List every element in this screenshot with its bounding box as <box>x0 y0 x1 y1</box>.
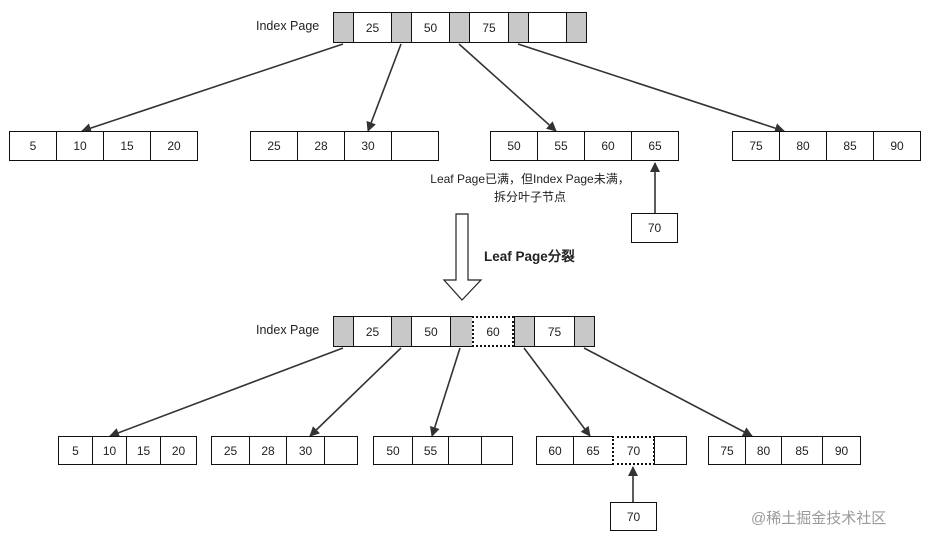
watermark: @稀土掘金技术社区 <box>751 510 887 527</box>
bottom-leaf-cell: 20 <box>160 436 197 465</box>
bottom-pointer-arrow-1 <box>109 347 344 438</box>
bottom-leaf-cell <box>481 436 513 465</box>
bottom-index-key-cell: 25 <box>353 316 392 347</box>
top-pointer-arrow-1 <box>81 43 344 133</box>
bottom-leaf-cell: 65 <box>573 436 613 465</box>
note-line-2: 拆分叶子节点 <box>493 190 566 204</box>
top-leaf-cell: 75 <box>732 131 780 161</box>
top-index-child-pointer <box>391 12 412 43</box>
bottom-index-child-pointer <box>450 316 473 347</box>
bottom-index-key-cell: 50 <box>411 316 451 347</box>
top-index-child-pointer <box>333 12 354 43</box>
bottom-leaf-cell: 90 <box>822 436 861 465</box>
top-pointer-arrow-2 <box>366 43 402 132</box>
top-index-child-pointer <box>449 12 470 43</box>
note-line-1: Leaf Page已满，但Index Page未满， <box>430 172 630 186</box>
top-leaf-cell: 28 <box>297 131 345 161</box>
bottom-index-child-pointer <box>574 316 595 347</box>
top-index-key-cell: 50 <box>411 12 450 43</box>
bottom-leaf-cell: 80 <box>745 436 782 465</box>
top-index-page-label: Index Page <box>256 19 320 33</box>
split-down-arrow <box>442 213 483 301</box>
bottom-leaf-cell: 30 <box>286 436 325 465</box>
top-leaf-cell: 5 <box>9 131 57 161</box>
top-pointer-arrow-3 <box>458 43 557 132</box>
bottom-leaf-cell: 10 <box>92 436 127 465</box>
bottom-index-page-label: Index Page <box>256 323 320 337</box>
top-leaf-cell: 25 <box>250 131 298 161</box>
top-leaf-cell: 60 <box>584 131 632 161</box>
bottom-leaf-cell: 15 <box>126 436 161 465</box>
bottom-index-child-pointer <box>391 316 412 347</box>
bottom-index-key-cell: 75 <box>534 316 575 347</box>
bottom-insert-value-box: 70 <box>610 502 657 531</box>
bottom-leaf-cell: 55 <box>412 436 449 465</box>
top-index-child-pointer <box>566 12 587 43</box>
bottom-leaf-cell <box>654 436 687 465</box>
top-index-child-pointer <box>508 12 529 43</box>
bottom-index-new-key-cell: 60 <box>472 316 514 347</box>
top-leaf-cell: 15 <box>103 131 151 161</box>
top-leaf-cell <box>391 131 439 161</box>
bottom-pointer-arrow-4 <box>523 347 591 437</box>
bottom-leaf-cell: 28 <box>249 436 287 465</box>
bottom-pointer-arrow-3 <box>429 347 461 437</box>
top-leaf-cell: 10 <box>56 131 104 161</box>
top-leaf-cell: 65 <box>631 131 679 161</box>
bottom-leaf-cell: 60 <box>536 436 574 465</box>
bottom-leaf-cell: 75 <box>708 436 746 465</box>
bottom-leaf-cell: 50 <box>373 436 413 465</box>
bottom-leaf-cell: 5 <box>58 436 93 465</box>
top-leaf-cell: 50 <box>490 131 538 161</box>
bottom-leaf-new-value-cell: 70 <box>612 436 655 465</box>
bottom-leaf-cell: 25 <box>211 436 250 465</box>
top-index-key-cell: 25 <box>353 12 392 43</box>
split-explanation-note: Leaf Page已满，但Index Page未满， 拆分叶子节点 <box>380 170 680 206</box>
top-index-key-cell <box>528 12 567 43</box>
bottom-index-child-pointer <box>514 316 535 347</box>
top-insert-value-box: 70 <box>631 213 678 243</box>
bottom-leaf-cell <box>448 436 482 465</box>
bottom-leaf-cell: 85 <box>781 436 823 465</box>
top-leaf-cell: 30 <box>344 131 392 161</box>
bottom-index-child-pointer <box>333 316 354 347</box>
top-leaf-cell: 90 <box>873 131 921 161</box>
top-pointer-arrow-4 <box>517 43 785 133</box>
bottom-pointer-arrow-2 <box>309 347 402 437</box>
top-leaf-cell: 55 <box>537 131 585 161</box>
top-leaf-cell: 80 <box>779 131 827 161</box>
top-leaf-cell: 20 <box>150 131 198 161</box>
top-leaf-cell: 85 <box>826 131 874 161</box>
transition-label: Leaf Page分裂 <box>484 249 575 264</box>
bottom-pointer-arrow-5 <box>583 347 753 437</box>
top-index-key-cell: 75 <box>469 12 509 43</box>
bottom-leaf-cell <box>324 436 358 465</box>
